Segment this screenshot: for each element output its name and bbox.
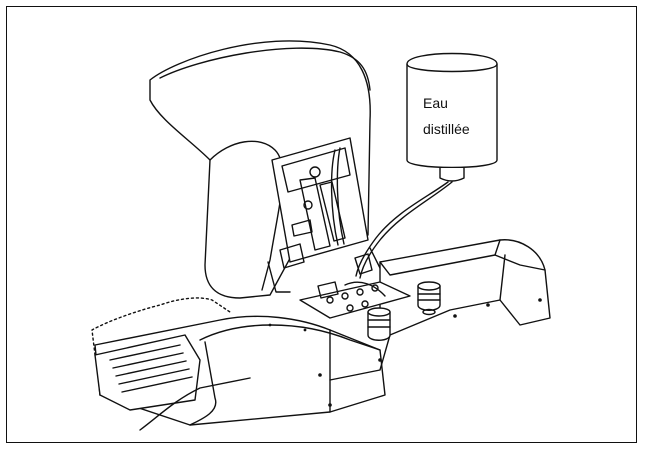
front-edge: [139, 377, 251, 431]
slat-tray: [94, 334, 201, 411]
manifold-plate: [299, 281, 411, 319]
filter-cylinder-right: [417, 281, 441, 316]
bottle-label-line2: distillée: [423, 121, 470, 137]
screws: [268, 298, 542, 407]
support-arm-left: [267, 261, 291, 293]
water-bottle: [406, 52, 498, 182]
mechanism-panel: [271, 137, 373, 275]
water-tube-inner: [355, 181, 449, 277]
bottle-label-line1: Eau: [423, 95, 448, 111]
filter-cylinder-left: [367, 307, 391, 341]
water-tube: [359, 181, 453, 279]
dotted-outline: [91, 297, 231, 356]
